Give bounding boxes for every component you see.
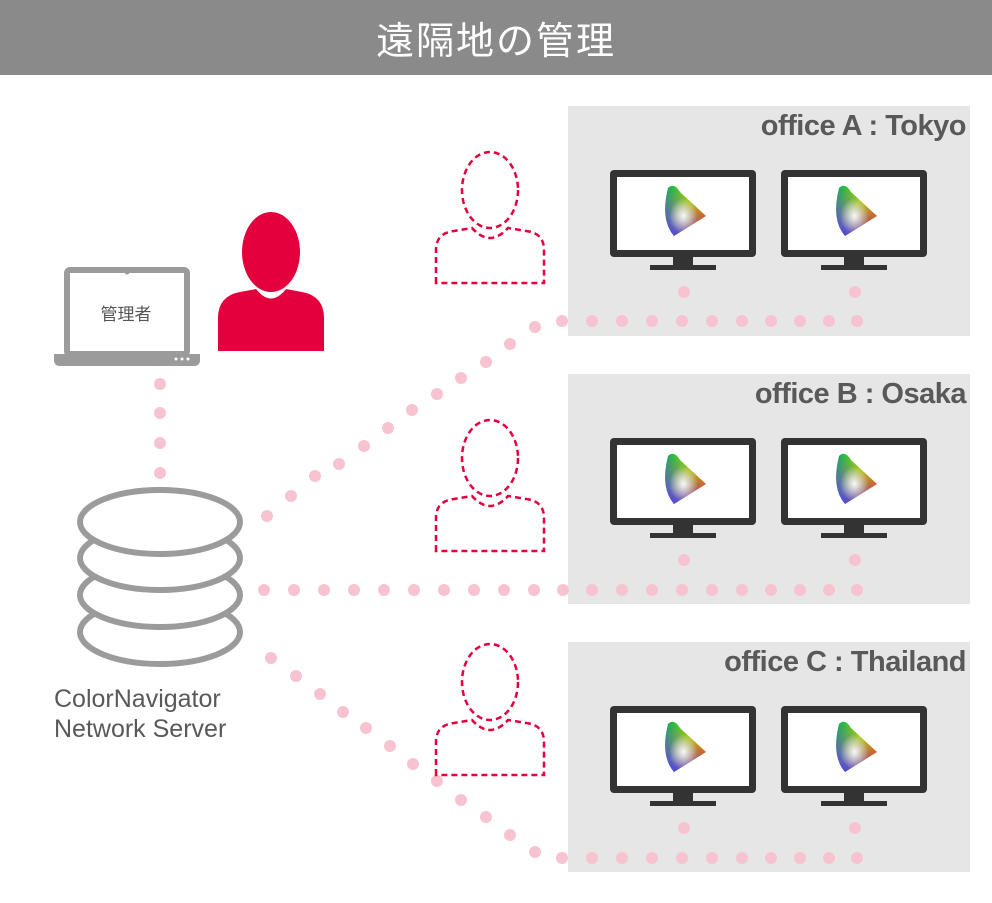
admin-person-icon xyxy=(218,212,324,351)
office-a-monitor-1-icon xyxy=(610,170,756,270)
office-b-monitor-1-icon xyxy=(610,438,756,538)
header-title: 遠隔地の管理 xyxy=(375,19,616,63)
laptop-label-text: 管理者 xyxy=(100,304,152,325)
database-icon xyxy=(80,490,240,664)
office-a-user-icon xyxy=(434,150,546,285)
header-bar: 遠隔地の管理 xyxy=(0,0,992,75)
office-b-user-icon xyxy=(434,418,546,553)
laptop-screen-label: 管理者 xyxy=(70,282,182,342)
office-c-monitor-1-icon xyxy=(610,706,756,806)
server-label-line2: Network Server xyxy=(54,715,227,743)
server-label: ColorNavigator Network Server xyxy=(54,684,226,744)
office-b-monitor-2-icon xyxy=(781,438,927,538)
office-a-monitor-2-icon xyxy=(781,170,927,270)
office-title-c: office C : Thailand xyxy=(724,646,966,678)
office-title-a: office A : Tokyo xyxy=(760,110,967,142)
office-title-b: office B : Osaka xyxy=(754,378,967,410)
connection-lines xyxy=(154,286,863,864)
office-c-monitor-2-icon xyxy=(781,706,927,806)
laptop-icon xyxy=(54,267,200,366)
office-c-user-icon xyxy=(434,642,546,777)
server-label-line1: ColorNavigator xyxy=(54,685,221,713)
